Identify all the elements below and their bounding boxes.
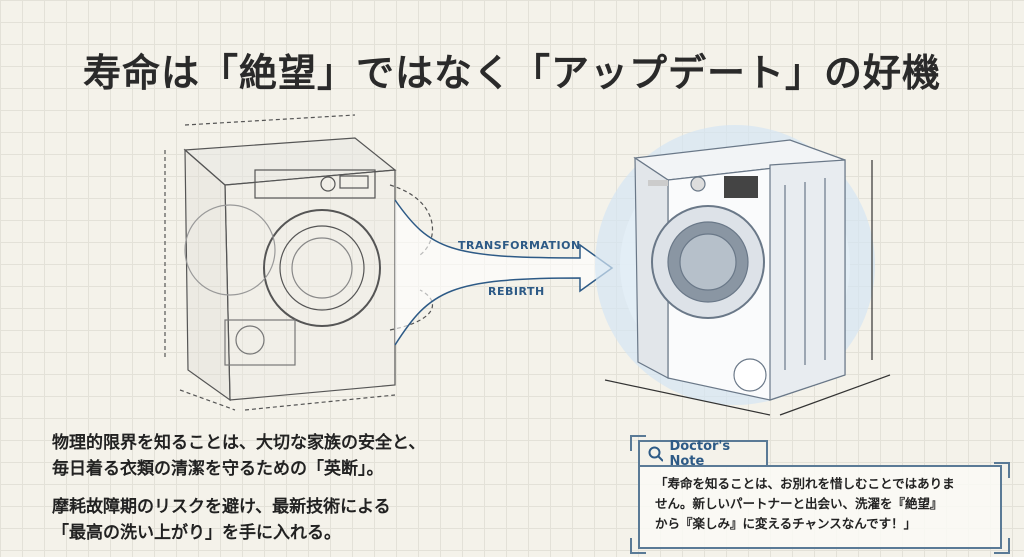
- transformation-arrow: [394, 199, 614, 346]
- note-corner: [994, 538, 1010, 554]
- page-title: 寿命は「絶望」ではなく「アップデート」の好機: [82, 51, 941, 95]
- note-line: から『楽しみ』に変えるチャンスなんです！」: [655, 516, 917, 531]
- body-line: 「最高の洗い上がり」を手に入れる。: [52, 523, 341, 543]
- body-line: 摩耗故障期のリスクを避け、最新技術による: [52, 497, 391, 517]
- rebirth-label: REBIRTH: [488, 285, 545, 298]
- doctors-note-tab: Doctor's Note: [638, 439, 768, 469]
- note-text: 「寿命を知ることは、お別れを惜しむことではありま せん。新しいパートナーと出会い…: [655, 474, 990, 534]
- body-paragraph-1: 物理的限界を知ることは、大切な家族の安全と、 毎日着る衣類の清潔を守るための「英…: [52, 430, 425, 482]
- body-line: 物理的限界を知ることは、大切な家族の安全と、: [52, 433, 426, 453]
- note-corner: [994, 462, 1010, 478]
- note-line: 「寿命を知ることは、お別れを惜しむことではありま: [655, 476, 955, 491]
- new-washing-machine: [595, 125, 891, 416]
- transformation-label: TRANSFORMATION: [458, 239, 581, 252]
- note-corner: [630, 538, 646, 554]
- body-line: 毎日着る衣類の清潔を守るための「英断」。: [52, 459, 384, 479]
- note-heading: Doctor's Note: [669, 438, 731, 469]
- doctors-note-box: [638, 465, 1002, 549]
- note-line: せん。新しいパートナーと出会い、洗濯を『絶望』: [655, 496, 943, 511]
- body-paragraph-2: 摩耗故障期のリスクを避け、最新技術による 「最高の洗い上がり」を手に入れる。: [52, 494, 391, 546]
- note-corner: [630, 435, 646, 451]
- old-washing-machine-sketch: [164, 114, 434, 411]
- magnifier-icon: [648, 446, 664, 462]
